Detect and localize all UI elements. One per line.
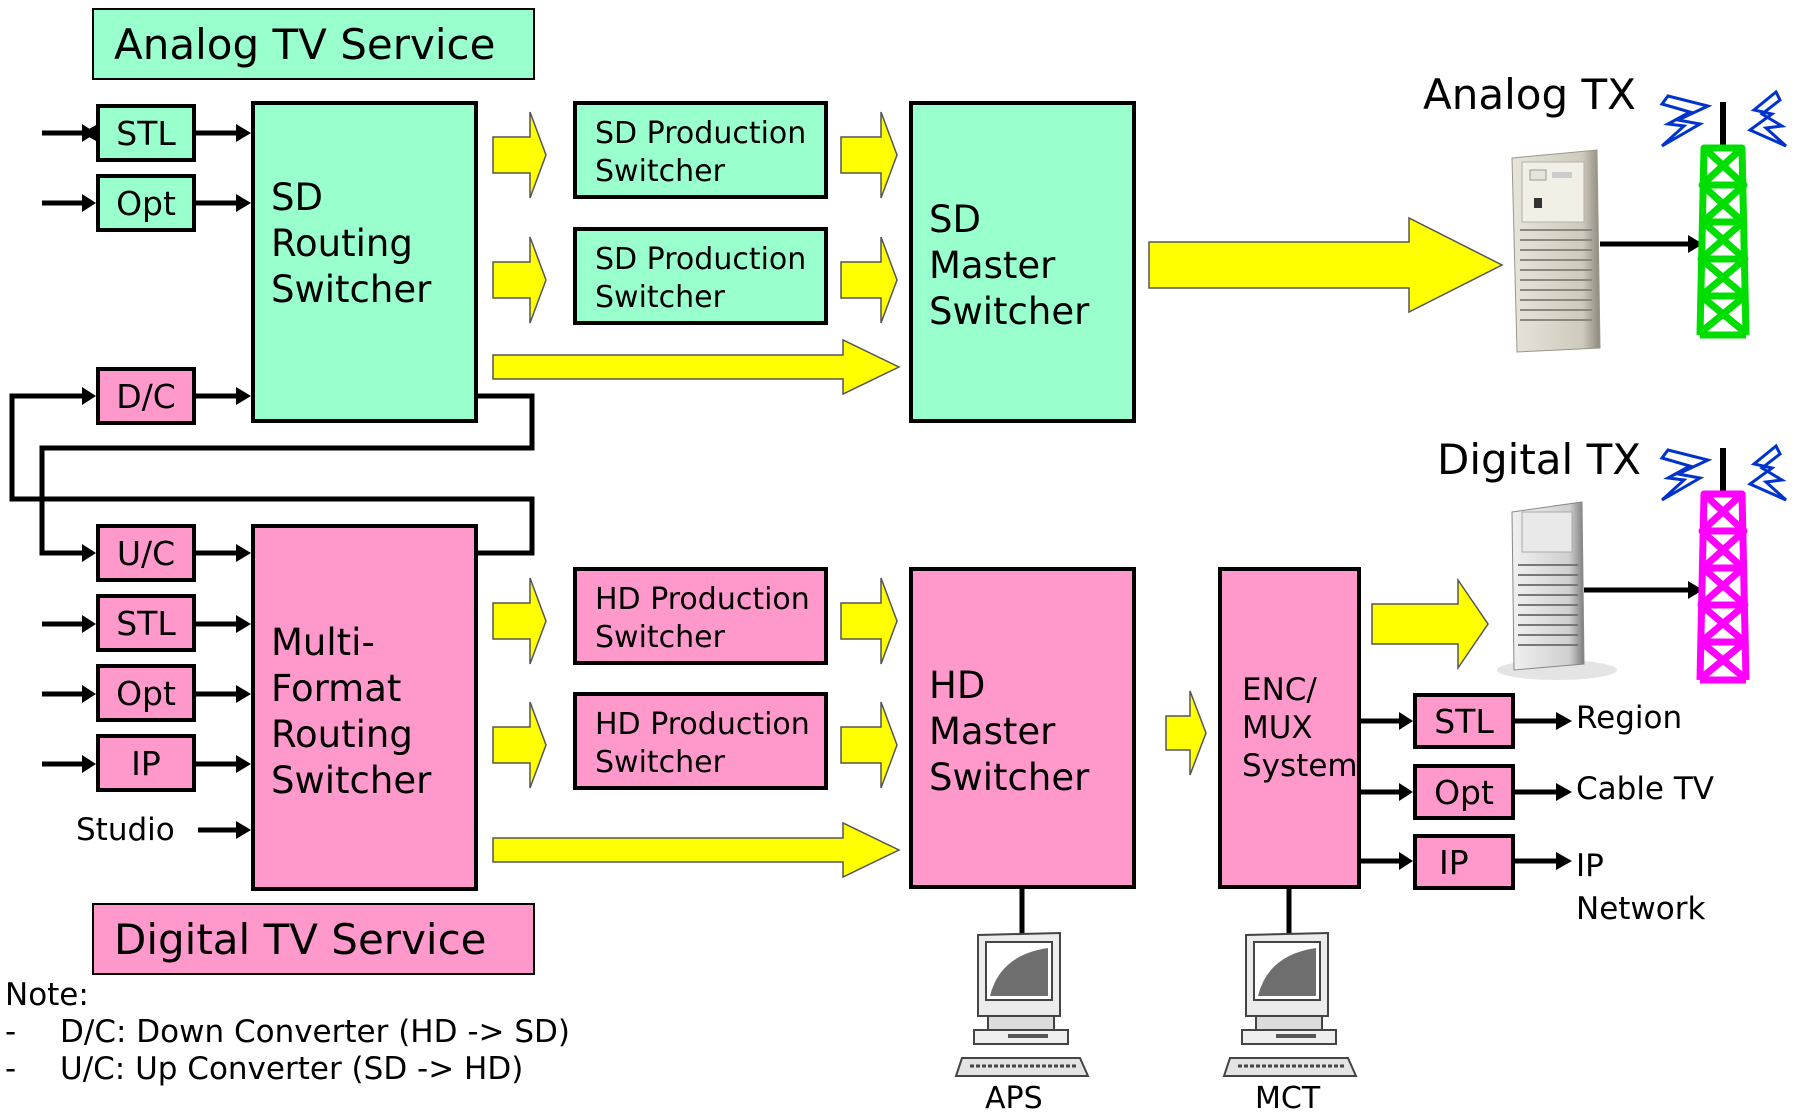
hd-master-switcher: HD Master Switcher [909, 567, 1136, 889]
enc-mux-system: ENC/ MUX System [1218, 567, 1361, 889]
analog-tx-label: Analog TX [1423, 70, 1636, 119]
input-down-converter: D/C [96, 367, 196, 425]
analog-service-label: Analog TV Service [92, 8, 535, 80]
transmitter-rack-icon [1497, 501, 1617, 680]
digital-tx-label: Digital TX [1437, 435, 1641, 484]
lightning-signal-icon [1659, 94, 1713, 148]
note-item-uc: -U/C: Up Converter (SD -> HD) [5, 1051, 524, 1087]
multi-format-routing-switcher: Multi- Format Routing Switcher [251, 524, 478, 891]
input-opt-analog: Opt [96, 174, 196, 232]
note-item-dc: -D/C: Down Converter (HD -> SD) [5, 1014, 570, 1050]
dest-cable-tv: Cable TV [1576, 771, 1715, 807]
output-ip: IP [1413, 834, 1515, 890]
note-title: Note: [5, 977, 89, 1013]
input-opt-digital: Opt [96, 664, 196, 722]
antenna-tower-icon [1696, 448, 1750, 684]
note-bullet: - [5, 1051, 17, 1087]
sd-master-switcher: SD Master Switcher [909, 101, 1136, 423]
aps-label: APS [985, 1081, 1043, 1116]
input-stl-digital: STL [96, 594, 196, 652]
lightning-signal-icon [1747, 89, 1788, 148]
input-up-converter: U/C [96, 524, 196, 582]
note-legend: Note: -D/C: Down Converter (HD -> SD) -U… [5, 977, 570, 1088]
sd-production-switcher-2: SD Production Switcher [573, 227, 828, 325]
input-ip-digital: IP [96, 734, 196, 792]
digital-service-label: Digital TV Service [92, 903, 535, 975]
note-bullet: - [5, 1014, 17, 1050]
computer-terminal-icon [954, 931, 1090, 1077]
output-stl: STL [1413, 693, 1515, 749]
studio-label: Studio [76, 812, 175, 848]
output-opt: Opt [1413, 764, 1515, 820]
sd-routing-switcher: SD Routing Switcher [251, 101, 478, 423]
lightning-signal-icon [1747, 443, 1788, 502]
transmitter-rack-icon [1511, 149, 1601, 353]
dest-region: Region [1576, 700, 1683, 736]
mct-label: MCT [1255, 1081, 1321, 1116]
hd-production-switcher-1: HD Production Switcher [573, 567, 828, 665]
antenna-tower-icon [1696, 102, 1750, 339]
hd-production-switcher-2: HD Production Switcher [573, 692, 828, 790]
sd-production-switcher-1: SD Production Switcher [573, 101, 828, 199]
input-stl-analog: STL [96, 104, 196, 162]
computer-terminal-icon [1222, 931, 1358, 1077]
dest-ip-network: IP Network [1576, 848, 1706, 927]
lightning-signal-icon [1659, 448, 1713, 502]
